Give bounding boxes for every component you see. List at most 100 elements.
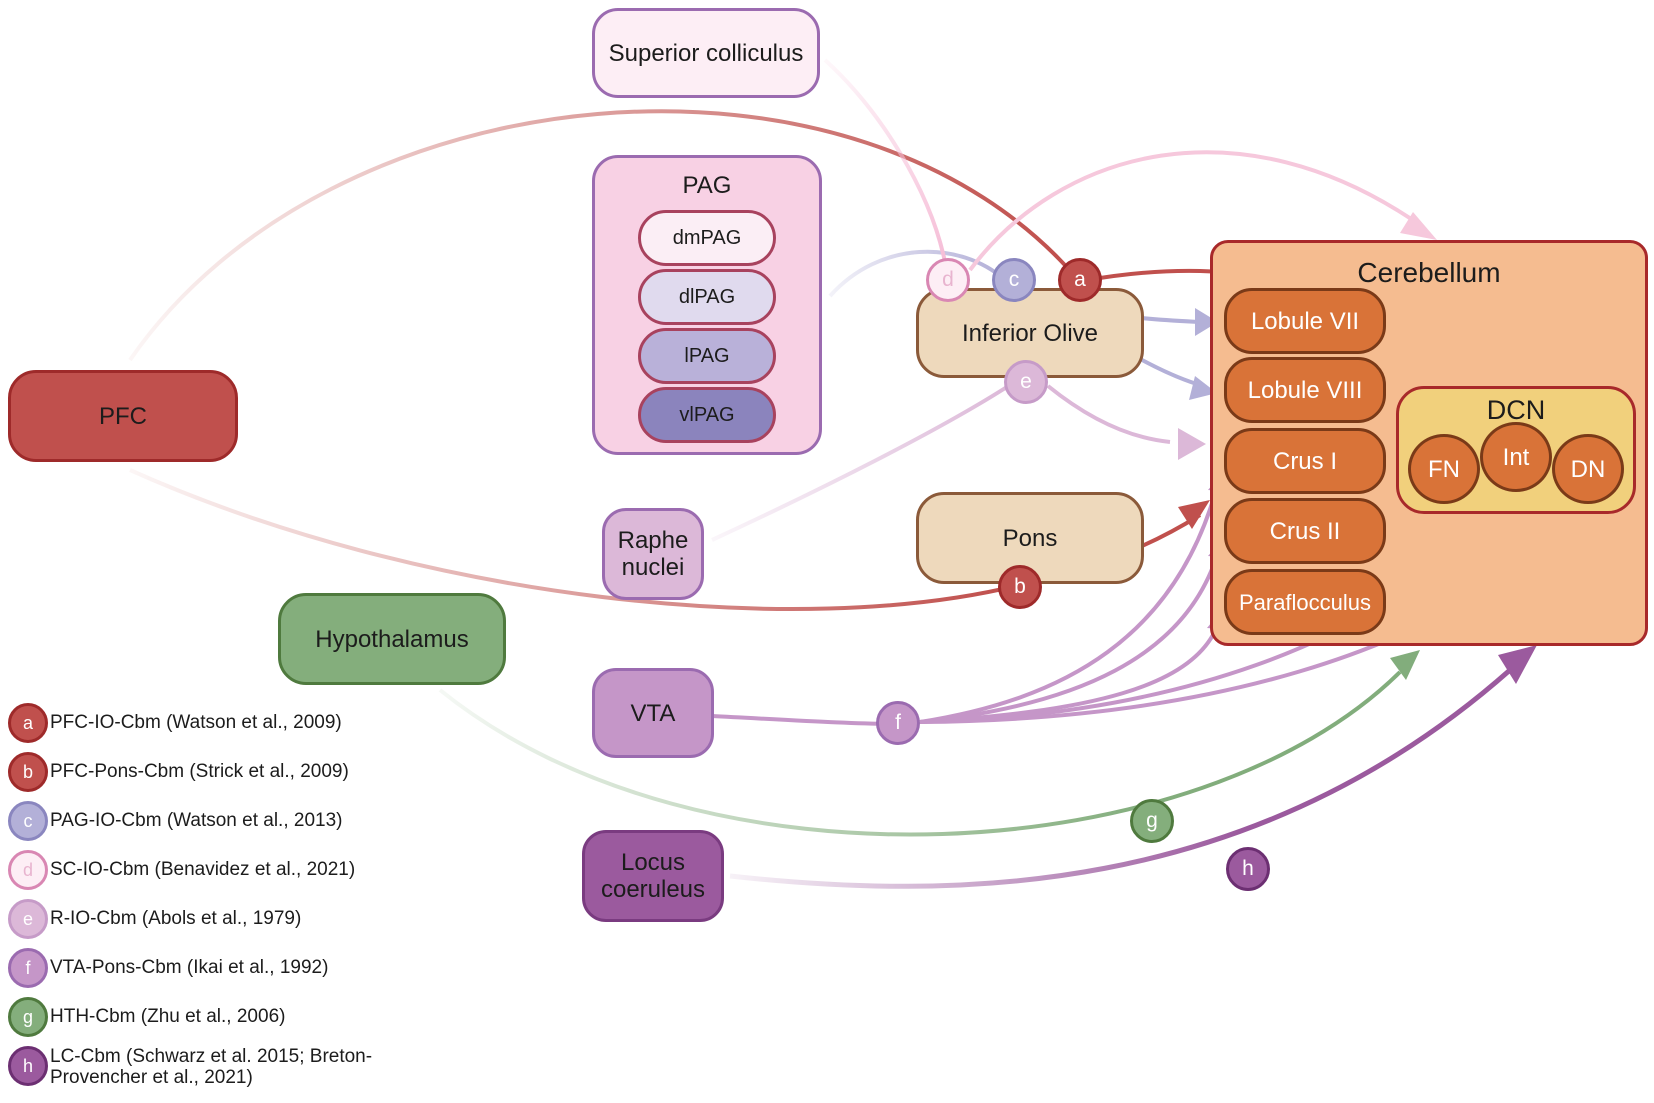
pathway-g-arrowhead [1390, 650, 1420, 680]
legend-badge-b-label: b [22, 761, 33, 782]
pathway-c-line [828, 249, 1007, 298]
vlpag-node: vlPAG [638, 387, 776, 443]
dmpag-label: dmPAG [672, 226, 742, 249]
inferior-olive-label: Inferior Olive [961, 319, 1099, 347]
legend-item-e: e R-IO-Cbm (Abols et al., 1979) [8, 899, 380, 939]
badge-d-label: d [942, 268, 954, 291]
legend-badge-c-label: c [23, 810, 33, 831]
lobule-vii-label: Lobule VII [1250, 307, 1360, 335]
legend-badge-e: e [8, 899, 48, 939]
locus-coeruleus-label: Locus coeruleus [600, 849, 706, 903]
legend-text-a: PFC-IO-Cbm (Watson et al., 2009) [50, 712, 342, 733]
dmpag-node: dmPAG [638, 210, 776, 266]
legend-badge-h-label: h [22, 1055, 33, 1076]
crus-ii-node: Crus II [1224, 498, 1386, 564]
lobule-vii-node: Lobule VII [1224, 288, 1386, 354]
legend-text-d: SC-IO-Cbm (Benavidez et al., 2021) [50, 859, 356, 880]
badge-f: f [876, 701, 920, 745]
badge-e: e [1004, 360, 1048, 404]
legend-text-f: VTA-Pons-Cbm (Ikai et al., 1992) [50, 957, 329, 978]
dn-label: DN [1570, 455, 1606, 483]
int-label: Int [1502, 443, 1530, 471]
legend-text-c: PAG-IO-Cbm (Watson et al., 2013) [50, 810, 343, 831]
badge-b-label: b [1014, 575, 1026, 598]
legend-badge-f: f [8, 948, 48, 988]
pathway-g-line [438, 670, 1402, 837]
hypothalamus-node: Hypothalamus [278, 593, 506, 685]
raphe-nuclei-node: Raphe nuclei [602, 508, 704, 600]
legend-badge-a-label: a [22, 712, 33, 733]
paraflocculus-label: Paraflocculus [1238, 589, 1372, 615]
lobule-viii-node: Lobule VIII [1224, 357, 1386, 423]
superior-colliculus-node: Superior colliculus [592, 8, 820, 98]
legend-badge-a: a [8, 703, 48, 743]
pathway-e-arrowhead [1178, 428, 1206, 460]
legend-text-e: R-IO-Cbm (Abols et al., 1979) [50, 908, 302, 929]
pathway-d-line [823, 58, 947, 263]
legend-item-f: f VTA-Pons-Cbm (Ikai et al., 1992) [8, 948, 380, 988]
paraflocculus-node: Paraflocculus [1224, 569, 1386, 635]
pathway-b-line [129, 468, 1021, 612]
dlpag-node: dlPAG [638, 269, 776, 325]
badge-b: b [998, 565, 1042, 609]
legend-badge-g-label: g [22, 1006, 33, 1027]
legend-item-c: c PAG-IO-Cbm (Watson et al., 2013) [8, 801, 380, 841]
badge-a: a [1058, 258, 1102, 302]
badge-g: g [1130, 799, 1174, 843]
fn-label: FN [1428, 455, 1460, 483]
badge-h-label: h [1242, 857, 1254, 880]
pathway-a-line [128, 109, 1082, 362]
legend-badge-h: h [8, 1046, 48, 1086]
pathway-b-arrowhead [1178, 500, 1210, 529]
badge-g-label: g [1146, 809, 1158, 832]
pathway-d-arrow-line [968, 150, 1422, 272]
legend-badge-f-label: f [25, 957, 31, 978]
pag-label: PAG [682, 172, 732, 199]
legend-item-h: h LC-Cbm (Schwarz et al. 2015; Breton-Pr… [8, 1046, 380, 1088]
hypothalamus-label: Hypothalamus [315, 625, 469, 653]
pfc-node: PFC [8, 370, 238, 462]
crus-i-node: Crus I [1224, 428, 1386, 494]
legend-text-g: HTH-Cbm (Zhu et al., 2006) [50, 1006, 286, 1027]
locus-coeruleus-node: Locus coeruleus [582, 830, 724, 922]
dlpag-label: dlPAG [678, 285, 736, 308]
raphe-nuclei-label: Raphe nuclei [617, 527, 689, 581]
pons-label: Pons [1002, 524, 1058, 552]
legend-item-b: b PFC-Pons-Cbm (Strick et al., 2009) [8, 752, 380, 792]
dn-node: DN [1552, 434, 1624, 504]
badge-c: c [992, 258, 1036, 302]
pathway-h-line [729, 668, 1512, 889]
vlpag-label: vlPAG [679, 403, 735, 426]
cerebellum-label: Cerebellum [1357, 257, 1501, 288]
legend-badge-d-label: d [22, 859, 33, 880]
legend-item-d: d SC-IO-Cbm (Benavidez et al., 2021) [8, 850, 380, 890]
vta-label: VTA [630, 699, 676, 727]
lobule-viii-label: Lobule VIII [1247, 376, 1363, 404]
vta-node: VTA [592, 668, 714, 758]
legend-text-b: PFC-Pons-Cbm (Strick et al., 2009) [50, 761, 349, 782]
crus-i-label: Crus I [1272, 447, 1337, 475]
superior-colliculus-label: Superior colliculus [608, 39, 804, 67]
pathway-d-arrowhead [1400, 212, 1437, 240]
legend-item-a: a PFC-IO-Cbm (Watson et al., 2009) [8, 703, 380, 743]
legend-text-h: LC-Cbm (Schwarz et al. 2015; Breton-Prov… [50, 1046, 373, 1088]
lpag-label: lPAG [684, 344, 730, 367]
legend-badge-c: c [8, 801, 48, 841]
badge-d: d [926, 258, 970, 302]
badge-c-label: c [1008, 268, 1020, 291]
fn-node: FN [1408, 434, 1480, 504]
legend-badge-b: b [8, 752, 48, 792]
int-node: Int [1480, 422, 1552, 492]
pfc-label: PFC [99, 402, 147, 430]
badge-e-label: e [1020, 370, 1032, 393]
pathway-h-arrowhead [1498, 645, 1537, 684]
legend-badge-d: d [8, 850, 48, 890]
dcn-label: DCN [1486, 395, 1546, 425]
legend-badge-e-label: e [22, 908, 33, 929]
pathway-e-line [711, 383, 1012, 542]
pathway-c-arrowhead1 [1195, 308, 1218, 336]
crus-ii-label: Crus II [1269, 517, 1341, 545]
lpag-node: lPAG [638, 328, 776, 384]
pathway-e-arrow-line [1046, 384, 1171, 444]
legend-item-g: g HTH-Cbm (Zhu et al., 2006) [8, 997, 380, 1037]
